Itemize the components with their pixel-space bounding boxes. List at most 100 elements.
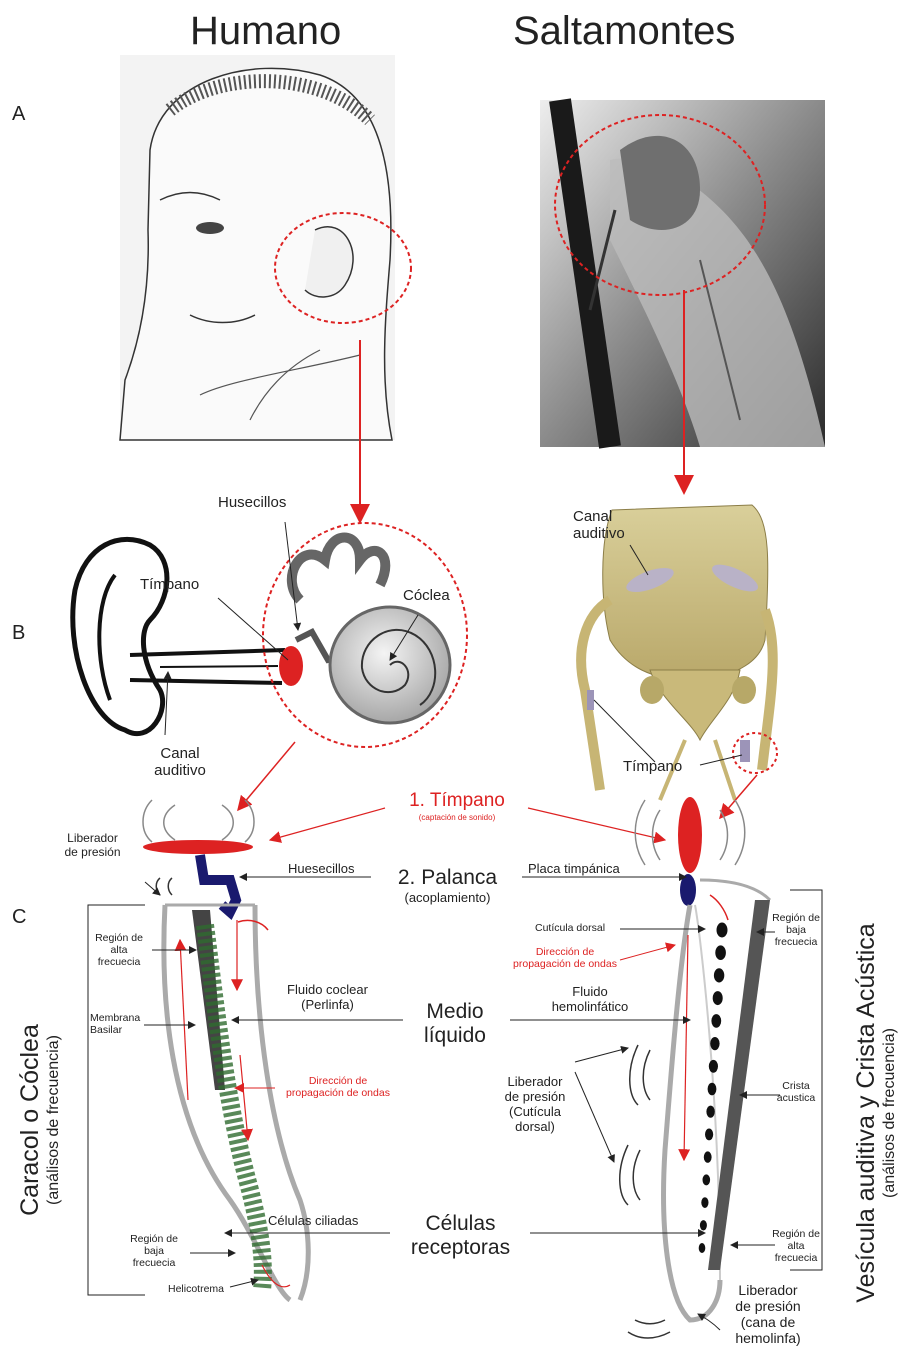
label-high-freq-human-1: Región de (88, 932, 150, 944)
label-high-freq-gh: Región de alta frecuecia (765, 1228, 827, 1264)
arrow-gh-eardrum-1 (594, 700, 655, 762)
label-wave-human-line1: Dirección de (268, 1075, 408, 1087)
label-wave-gh-line1: Dirección de (490, 946, 640, 958)
receptor-cell (711, 1014, 721, 1028)
receptor-cell (714, 968, 724, 982)
label-high-freq-human: Región de alta frecuecia (88, 932, 150, 968)
label-fluid-gh-line2: hemolinfático (535, 1000, 645, 1015)
header-human: Humano (190, 8, 341, 54)
label-low-freq-human-2: baja (118, 1245, 190, 1257)
receptor-cell (703, 1174, 711, 1185)
label-crista-2: acustica (770, 1092, 822, 1104)
label-crista-1: Crista (770, 1080, 822, 1092)
label-fluid-gh-line1: Fluido (535, 985, 645, 1000)
label-crista: Crista acustica (770, 1080, 822, 1104)
label-membrane-line1: Membrana (90, 1012, 140, 1024)
label-canal-human-line2: auditivo (140, 762, 220, 779)
receptor-cell (704, 1151, 712, 1162)
receptor-cell (699, 1243, 706, 1253)
receptor-cell (706, 1106, 714, 1118)
human-ear-drawing (73, 539, 285, 733)
label-low-freq-human-1: Región de (118, 1233, 190, 1245)
label-medium-line2: líquido (400, 1024, 510, 1048)
label-pressure2-gh-1: Liberador (718, 1282, 818, 1298)
receptor-cell (708, 1083, 717, 1096)
label-canal-gh-line1: Canal (573, 508, 625, 525)
label-pressure-human-line2: de presión (50, 846, 135, 860)
arrow-tympanum-right (528, 808, 665, 840)
label-low-freq-gh: Región de baja frecuecia (765, 912, 827, 948)
label-high-freq-gh-1: Región de (765, 1228, 827, 1240)
label-pressure-human: Liberador de presión (50, 832, 135, 860)
label-eardrum-human: Tímpano (140, 576, 199, 593)
grasshopper-photo (540, 100, 825, 447)
girl-photo (120, 55, 395, 440)
receptor-cell (715, 945, 726, 960)
label-pressure2-gh-4: hemolinfa) (718, 1330, 818, 1346)
label-pressure-gh: Liberador de presión (Cutícula dorsal) (495, 1075, 575, 1135)
receptor-cell (713, 991, 723, 1005)
label-pressure2-gh: Liberador de presión (cana de hemolinfa) (718, 1282, 818, 1346)
label-canal-human: Canal auditivo (140, 745, 220, 780)
label-pressure-gh-4: dorsal) (495, 1120, 575, 1135)
label-pressure2-gh-2: de presión (718, 1298, 818, 1314)
receptor-cell (701, 1197, 708, 1208)
label-tympanum: 1. Tímpano (387, 790, 527, 812)
label-lever: 2. Palanca (375, 866, 520, 890)
arrow-tympanum-left (270, 808, 385, 840)
label-canal-human-line1: Canal (140, 745, 220, 762)
label-pressure-gh-3: (Cutícula (495, 1105, 575, 1120)
label-canal-gh: Canal auditivo (573, 508, 625, 543)
label-wave-human-line2: propagación de ondas (268, 1087, 408, 1099)
label-high-freq-gh-3: frecuecia (765, 1252, 827, 1264)
label-pressure-human-line1: Liberador (50, 832, 135, 846)
receptor-cell (717, 923, 728, 938)
grasshopper-vesicle-model (620, 797, 770, 1338)
label-low-freq-human: Región de baja frecuecia (118, 1233, 190, 1269)
label-low-freq-gh-2: baja (765, 924, 827, 936)
side-title-gh-main: Vesícula auditiva y Crista Acústica (852, 878, 881, 1348)
label-high-freq-human-3: frecuecia (88, 956, 150, 968)
panel-label-b: B (12, 622, 25, 645)
receptor-cell (710, 1037, 719, 1050)
side-title-gh-sub: (análisos de frecuencia) (881, 878, 899, 1348)
human-eardrum (279, 646, 303, 686)
label-wave-gh: Dirección de propagación de ondas (490, 946, 640, 970)
header-grasshopper: Saltamontes (513, 8, 735, 54)
receptor-cell (705, 1129, 713, 1141)
label-low-freq-human-3: frecuecia (118, 1257, 190, 1269)
label-eardrum-gh: Tímpano (623, 758, 682, 775)
label-wave-human: Dirección de propagación de ondas (268, 1075, 408, 1099)
receptor-cell (709, 1060, 718, 1073)
label-high-freq-human-2: alta (88, 944, 150, 956)
label-canal-gh-line2: auditivo (573, 525, 625, 542)
label-cochlea: Cóclea (403, 587, 450, 604)
side-title-human: Caracol o Cóclea (análisos de frecuencia… (16, 955, 63, 1285)
side-title-human-sub: (análisos de frecuencia) (45, 955, 63, 1285)
label-fluid-human-line1: Fluido coclear (270, 983, 385, 998)
leg-highlight-circle (733, 733, 777, 773)
arrow-human-b-to-c (238, 742, 295, 810)
side-title-human-main: Caracol o Cóclea (16, 955, 45, 1285)
label-low-freq-gh-3: frecuecia (765, 936, 827, 948)
label-receptors-line1: Células (393, 1212, 528, 1236)
label-receptors: Células receptoras (393, 1212, 528, 1260)
cochlea-shape (292, 538, 450, 724)
label-fluid-human: Fluido coclear (Perlinfa) (270, 983, 385, 1013)
label-ossicles-c: Huesecillos (288, 862, 354, 877)
label-lever-sub: (acoplamiento) (375, 891, 520, 906)
label-dorsal-cuticle: Cutícula dorsal (535, 922, 605, 934)
label-pressure-gh-2: de presión (495, 1090, 575, 1105)
label-pressure2-gh-3: (cana de (718, 1314, 818, 1330)
label-high-freq-gh-2: alta (765, 1240, 827, 1252)
label-hair-cells: Células ciliadas (268, 1214, 358, 1229)
label-pressure-gh-1: Liberador (495, 1075, 575, 1090)
panel-label-a: A (12, 103, 25, 126)
label-membrane-line2: Basilar (90, 1024, 140, 1036)
label-ossicles: Husecillos (218, 494, 286, 511)
grasshopper-3d-model (581, 505, 773, 800)
arrow-gh-b-to-c (720, 775, 757, 818)
label-membrane: Membrana Basilar (90, 1012, 140, 1036)
label-fluid-gh: Fluido hemolinfático (535, 985, 645, 1015)
